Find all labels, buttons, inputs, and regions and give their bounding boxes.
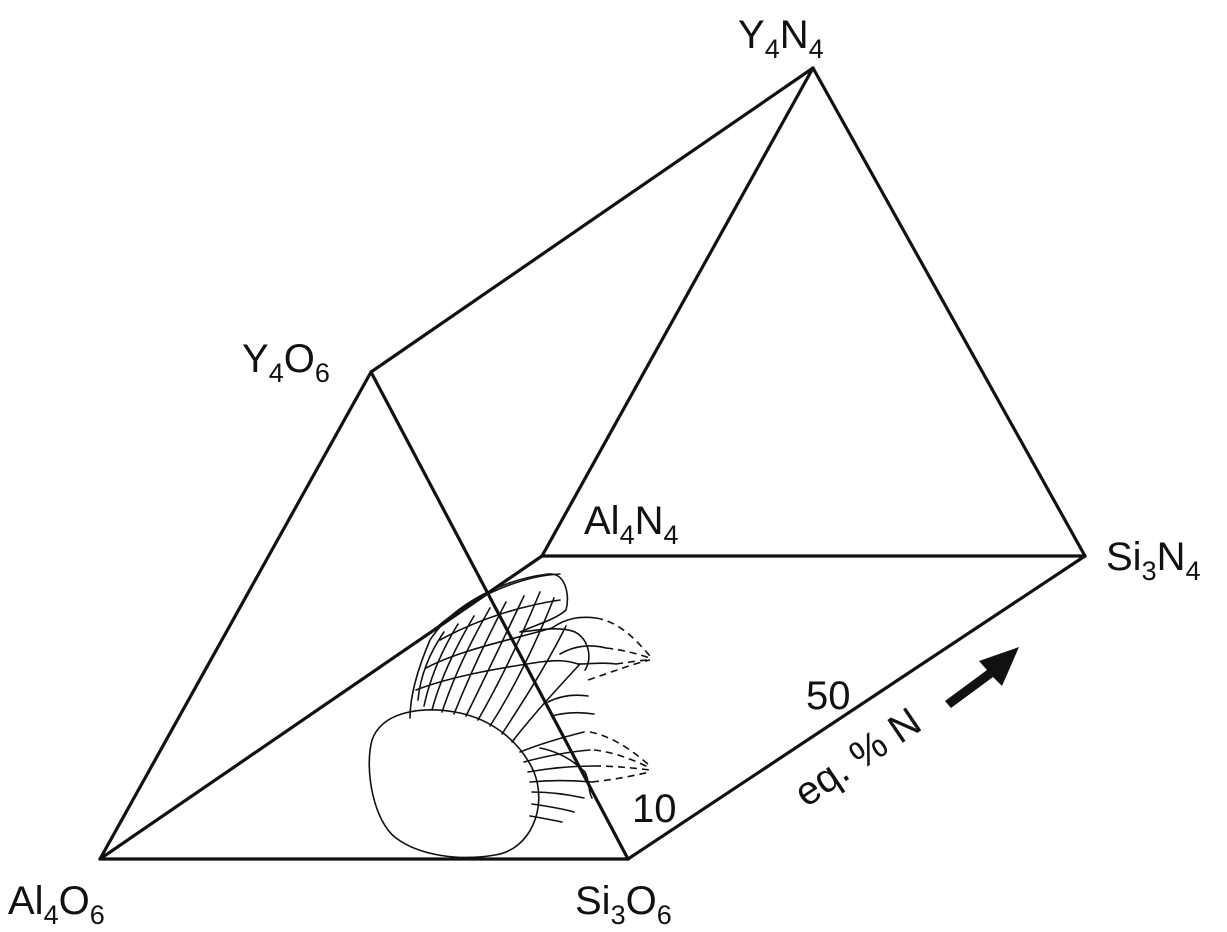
edge-y4n4-si3n4 <box>811 66 1087 558</box>
vertex-label-si3n4: Si3N4 <box>1106 535 1201 586</box>
region-contour-lines <box>415 591 617 823</box>
prism-edges <box>98 66 1087 861</box>
edge-y4o6-al4o6 <box>98 370 373 861</box>
oxide-glass-region <box>368 709 540 859</box>
arrow-up-right-icon <box>945 647 1019 708</box>
vertex-label-al4n4: Al4N4 <box>584 499 679 550</box>
vertex-label-si3o6: Si3O6 <box>575 879 672 930</box>
region-top-cap <box>435 573 561 629</box>
edge-si3o6-si3n4 <box>626 554 1087 861</box>
vertex-label-al4o6: Al4O6 <box>8 879 105 930</box>
glass-forming-region <box>368 573 651 859</box>
vertex-label-y4n4: Y4N4 <box>738 13 824 64</box>
edge-y4n4-al4n4 <box>540 66 815 558</box>
region-dashed-extrapolation <box>587 617 651 783</box>
vertex-label-y4o6: Y4O6 <box>242 337 330 388</box>
edge-y4o6-y4n4 <box>369 66 815 374</box>
edge-al4o6-al4n4 <box>98 554 544 861</box>
region-envelope <box>409 573 590 719</box>
axis-tick-50: 50 <box>806 674 851 718</box>
axis-tick-10: 10 <box>632 787 677 831</box>
region-right-lower <box>539 747 593 799</box>
